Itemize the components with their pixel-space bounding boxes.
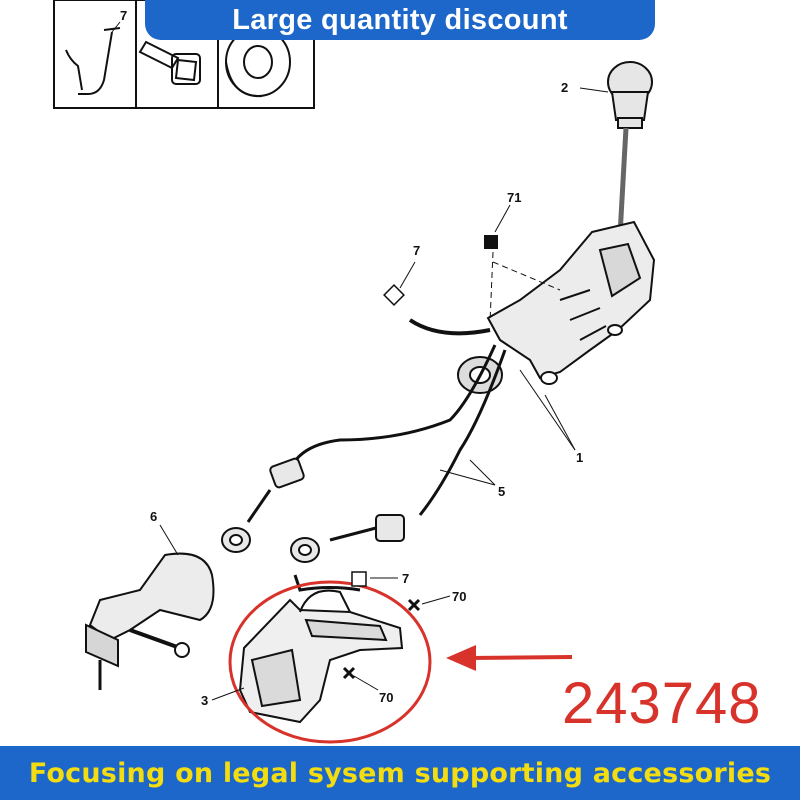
highlight-circle (228, 580, 432, 744)
slogan-banner: Focusing on legal sysem supporting acces… (0, 746, 800, 800)
callout-7-upper: 7 (413, 243, 421, 258)
discount-banner: Large quantity discount (145, 0, 655, 40)
callout-70-lower: 70 (379, 690, 394, 705)
part-number: 243748 (562, 671, 762, 736)
gear-knob (607, 61, 653, 236)
bolt-icon (138, 40, 201, 85)
leader-lines (111, 21, 609, 701)
callout-1: 1 (576, 450, 584, 465)
highlight-arrow (446, 645, 573, 671)
cable-ends (221, 457, 405, 563)
callout-2: 2 (561, 80, 569, 95)
shifter-housing (486, 220, 656, 385)
callout-3: 3 (201, 693, 209, 708)
square-symbol-hollow-2 (351, 571, 367, 587)
callout-70-upper: 70 (452, 589, 467, 604)
cross-symbols (342, 598, 421, 680)
mounting-bracket (238, 589, 404, 724)
callout-71: 71 (507, 190, 522, 205)
square-symbol-filled (484, 235, 498, 249)
selector-lever (85, 552, 215, 690)
callout-6: 6 (150, 509, 158, 524)
callout-5: 5 (498, 484, 506, 499)
clip-icon (65, 27, 121, 95)
callout-7-table: 7 (120, 8, 128, 23)
cables (288, 318, 507, 592)
square-symbol-hollow (383, 284, 405, 306)
callout-7-lower: 7 (402, 571, 410, 586)
